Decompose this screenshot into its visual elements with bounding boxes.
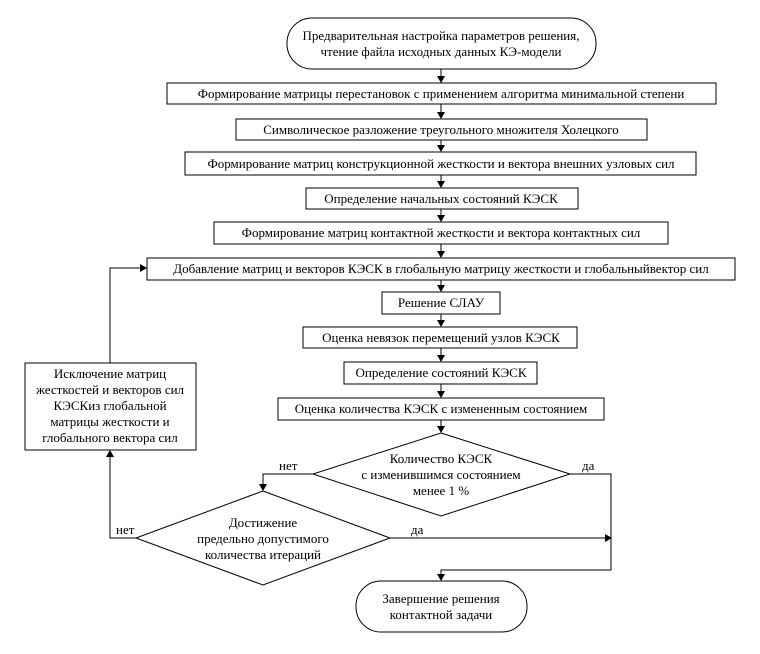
- decision-2-yes-label: да: [411, 522, 424, 537]
- process-step-6-label: Добавление матриц и векторов КЭСК в глоб…: [173, 261, 709, 276]
- start-terminal-shape: [286, 17, 597, 70]
- arrowhead-step6-loop: [140, 264, 147, 272]
- process-step-8: Оценка невязок перемещений узлов КЭСК: [302, 326, 578, 349]
- decision-1-line1: Количество КЭСК: [390, 451, 493, 466]
- exclude-step-box: [24, 362, 197, 451]
- process-step-9-label: Определение состояний КЭСК: [356, 365, 527, 380]
- arrowhead-step1: [437, 76, 445, 83]
- arrowhead-decision2-yes: [605, 534, 612, 542]
- connectors: [109, 69, 612, 580]
- decision-2-line2: предельно допустимого: [197, 531, 329, 546]
- decision-2-line3: количества итераций: [205, 547, 321, 562]
- arrowhead-decision1: [437, 426, 445, 433]
- start-text-line1: Предварительная настройка параметров реш…: [303, 28, 580, 43]
- arrowhead-step4: [437, 181, 445, 188]
- exclude-step: Исключение матриц жесткостей и векторов …: [24, 362, 197, 451]
- process-step-3-label: Формирование матриц конструкционной жест…: [207, 156, 675, 171]
- process-step-1: Формирование матрицы перестановок с прим…: [166, 82, 717, 105]
- decision-1-no-label: нет: [279, 458, 298, 473]
- connector-decision2-no: [109, 456, 136, 539]
- arrowhead-step3: [437, 145, 445, 152]
- process-step-6: Добавление матриц и векторов КЭСК в глоб…: [146, 257, 736, 281]
- arrowhead-step9: [437, 355, 445, 362]
- decision-1-diamond: [311, 432, 572, 517]
- process-step-3: Формирование матриц конструкционной жест…: [184, 151, 697, 176]
- end-terminal-shape: [355, 580, 528, 633]
- exclude-line3: КЭСКиз глобальной: [53, 398, 166, 413]
- decision-1-line3: менее 1 %: [413, 483, 469, 498]
- arrowheads: [106, 76, 612, 581]
- process-step-10: Оценка количества КЭСК с измененным сост…: [277, 397, 605, 421]
- arrowhead-step7: [437, 285, 445, 292]
- connector-decision1-yes: [440, 473, 612, 580]
- process-step-2-box: [235, 118, 648, 141]
- process-step-4-box: [305, 187, 579, 210]
- arrowhead-step10: [437, 391, 445, 398]
- start-text-line2: чтение файла исходных данных КЭ-модели: [320, 44, 561, 59]
- process-step-10-box: [277, 397, 605, 421]
- process-step-5: Формирование матриц контактной жесткости…: [213, 221, 669, 245]
- start-terminal: Предварительная настройка параметров реш…: [286, 17, 597, 70]
- decision-1-yes-label: да: [582, 458, 595, 473]
- decision-1-line2: с изменившимся состоянием: [361, 467, 520, 482]
- connector-decision1-no: [262, 473, 313, 490]
- exclude-line1: Исключение матриц: [54, 366, 166, 381]
- connector-exclude-to-step6: [109, 267, 140, 363]
- exclude-line4: матрицы жесткости и: [50, 414, 169, 429]
- decision-2: Достижение предельно допустимого количес…: [116, 490, 424, 586]
- decision-2-diamond: [134, 490, 392, 586]
- arrowhead-exclude: [106, 450, 114, 457]
- arrowhead-decision2: [259, 484, 267, 491]
- arrowhead-step6: [437, 251, 445, 258]
- process-step-7-box: [381, 291, 501, 315]
- process-step-9-box: [343, 361, 538, 385]
- process-step-9: Определение состояний КЭСК: [343, 361, 538, 385]
- process-step-5-box: [213, 221, 669, 245]
- process-step-6-box: [146, 257, 736, 281]
- decision-2-line1: Достижение: [229, 515, 298, 530]
- end-text-line2: контактной задачи: [390, 607, 493, 622]
- end-text-line1: Завершение решения: [382, 591, 499, 606]
- process-step-3-box: [184, 151, 697, 176]
- arrowhead-end: [437, 574, 445, 581]
- arrowhead-step5: [437, 215, 445, 222]
- exclude-line5: глобального вектора сил: [42, 430, 178, 445]
- process-step-4-label: Определение начальных состояний КЭСК: [324, 191, 558, 206]
- process-step-8-box: [302, 326, 578, 349]
- process-step-7: Решение СЛАУ: [381, 291, 501, 315]
- process-step-2: Символическое разложение треугольного мн…: [235, 118, 648, 141]
- end-terminal: Завершение решения контактной задачи: [355, 580, 528, 633]
- decision-1: Количество КЭСК с изменившимся состояние…: [279, 432, 595, 517]
- arrowhead-step2: [437, 112, 445, 119]
- process-step-8-label: Оценка невязок перемещений узлов КЭСК: [322, 330, 560, 345]
- process-step-10-label: Оценка количества КЭСК с измененным сост…: [295, 401, 588, 416]
- decision-2-no-label: нет: [116, 522, 135, 537]
- process-step-7-label: Решение СЛАУ: [398, 295, 485, 310]
- process-step-1-label: Формирование матрицы перестановок с прим…: [198, 86, 685, 101]
- process-step-5-label: Формирование матриц контактной жесткости…: [242, 225, 641, 240]
- process-step-1-box: [166, 82, 717, 105]
- exclude-line2: жесткостей и векторов сил: [35, 382, 185, 397]
- process-step-2-label: Символическое разложение треугольного мн…: [263, 122, 619, 137]
- arrowhead-step8: [437, 320, 445, 327]
- process-step-4: Определение начальных состояний КЭСК: [305, 187, 579, 210]
